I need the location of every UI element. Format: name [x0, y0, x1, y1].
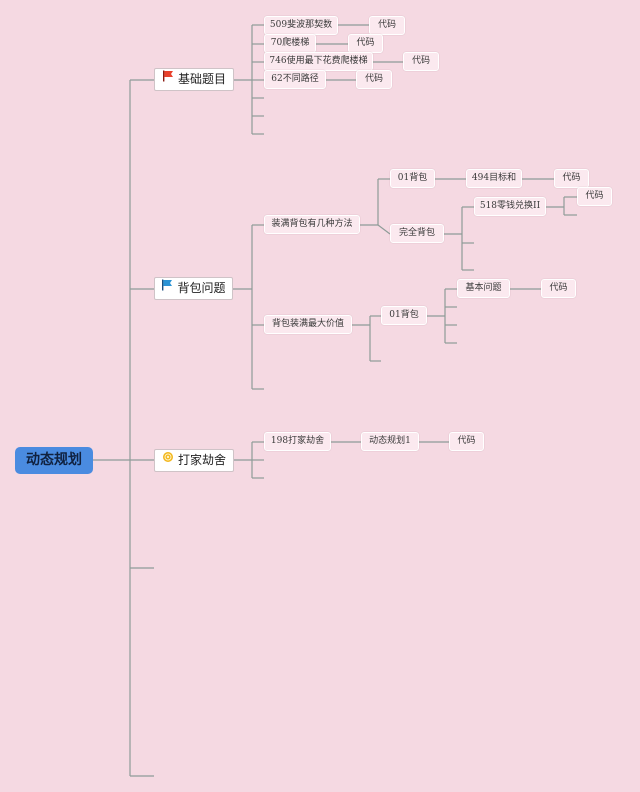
topic-house-robber[interactable]: 打家劫舍 [154, 449, 234, 472]
code-link-509[interactable]: 代码 [369, 16, 405, 35]
problem-509-fibonacci[interactable]: 509斐波那契数 [264, 16, 338, 35]
code-link-494[interactable]: 代码 [554, 169, 589, 188]
code-link-746[interactable]: 代码 [403, 52, 439, 71]
problem-70-climbing-stairs[interactable]: 70爬楼梯 [264, 34, 316, 53]
code-link-198[interactable]: 代码 [449, 432, 484, 451]
code-link-518[interactable]: 代码 [577, 187, 612, 206]
complete-knapsack[interactable]: 完全背包 [390, 224, 444, 243]
problem-62-unique-paths[interactable]: 62不同路径 [264, 70, 326, 89]
dp-approach-1[interactable]: 动态规划1 [361, 432, 419, 451]
subtopic-max-value[interactable]: 背包装满最大价值 [264, 315, 352, 334]
subtopic-count-fill-ways[interactable]: 装满背包有几种方法 [264, 215, 360, 234]
problem-494-target-sum[interactable]: 494目标和 [466, 169, 522, 188]
topic-house-robber-label: 打家劫舍 [177, 453, 226, 467]
problem-746-min-cost-stairs[interactable]: 746使用最下花费爬楼梯 [264, 52, 373, 71]
topic-knapsack-label: 背包问题 [177, 281, 226, 295]
red-flag-icon [162, 68, 174, 89]
root-node[interactable]: 动态规划 [15, 447, 93, 474]
medal-icon [162, 449, 174, 470]
code-link-70[interactable]: 代码 [348, 34, 383, 53]
topic-basic-problems[interactable]: 基础题目 [154, 68, 234, 91]
problem-518-coin-change-ii[interactable]: 518零钱兑换II [474, 197, 546, 216]
blue-flag-icon [161, 277, 173, 298]
topic-basic-label: 基础题目 [177, 72, 226, 86]
problem-198-house-robber[interactable]: 198打家劫舍 [264, 432, 331, 451]
zero-one-knapsack-ways[interactable]: 01背包 [390, 169, 435, 188]
problem-basic-knapsack[interactable]: 基本问题 [457, 279, 510, 298]
code-link-basic-knapsack[interactable]: 代码 [541, 279, 576, 298]
topic-knapsack[interactable]: 背包问题 [154, 277, 233, 300]
code-link-62[interactable]: 代码 [356, 70, 392, 89]
zero-one-knapsack-max[interactable]: 01背包 [381, 306, 427, 325]
